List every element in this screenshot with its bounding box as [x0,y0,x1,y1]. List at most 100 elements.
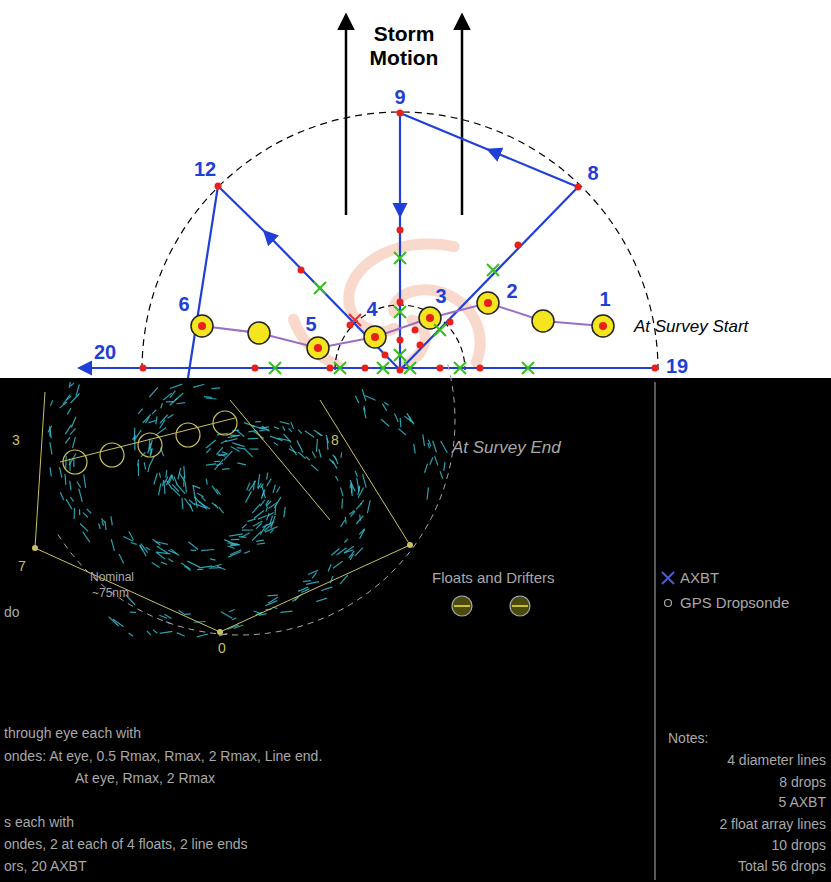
waypoint-number: 8 [331,432,339,448]
cloud-streak [248,431,255,432]
note-line: At eye, Rmax, 2 Rmax [75,770,215,786]
float-ring [63,450,87,474]
cloud-streak [232,618,237,620]
flight-leg [399,215,401,370]
cloud-streak [265,601,277,606]
note-count: 10 drops [772,837,826,853]
cloud-streak [333,455,337,461]
cloud-streak [172,484,179,491]
axbt-mark [487,264,499,276]
legend-float-bar [512,605,528,607]
survey-radius-circle [142,112,658,370]
cloud-streak [351,483,353,496]
waypoint-number: 12 [194,158,216,181]
cloud-streak [149,387,158,397]
waypoint-number: 0 [218,640,226,656]
cloud-streak [260,484,263,488]
cloud-streak [177,633,185,637]
cloud-streak [326,435,328,443]
cloud-streak [244,551,250,553]
waypoint-number: 9 [394,86,405,109]
cloud-streak [358,487,360,496]
cloud-streak [168,559,173,562]
cloud-streak [211,387,220,389]
cloud-streak [254,510,264,518]
cloud-streak [60,492,63,500]
note-line: s each with [4,814,74,830]
cloud-streak [211,564,221,567]
cloud-streak [256,540,264,541]
float-dropsonde-dot [426,314,434,322]
cloud-streak [264,524,272,531]
cloud-streak [237,463,246,465]
cloud-streak [111,516,112,525]
cloud-streak [360,500,363,504]
cloud-streak [206,397,217,399]
gps-dropsonde-dot [515,242,522,249]
notes-separator [654,382,656,880]
gps-dropsonde-dot [412,327,419,334]
notes-heading: Notes: [668,730,708,746]
cloud-streak [65,425,71,434]
cloud-streak [355,548,363,557]
cloud-streak [188,542,198,550]
cloud-streak [321,587,332,591]
cloud-streak [152,410,156,414]
cloud-streak [73,458,74,467]
cloud-streak [105,521,106,530]
cloud-streak [260,500,265,506]
axbt-mark [394,349,406,361]
gps-dropsonde-dot [397,110,404,117]
cloud-streak [212,503,217,507]
cloud-streak [288,428,291,432]
cloud-streak [308,570,318,574]
cloud-streak [138,409,143,414]
cloud-streak [303,580,311,582]
storm-motion-arrow [461,16,464,215]
flight-leg [188,186,218,378]
cloud-streak [160,415,168,424]
cloud-streak [262,486,266,498]
cloud-streak [362,389,366,401]
cloud-streak [152,563,160,568]
cloud-streak [221,612,232,619]
cloud-streak [146,547,150,550]
cloud-streak [364,406,365,412]
cloud-streak [80,523,88,531]
cloud-streak [140,545,146,556]
cloud-streak [144,462,145,469]
legend-axbt-symbol [662,572,674,584]
cloud-streak [59,467,61,478]
waypoint-number: 3 [12,432,20,448]
note-count: 4 diameter lines [727,752,826,768]
cloud-streak [79,509,80,515]
gps-dropsonde-dot [437,365,444,372]
cloud-streak [73,437,76,448]
cloud-streak [71,417,76,428]
gps-dropsonde-dot [327,365,334,372]
note-line: through eye each with [4,725,141,741]
float-dropsonde-dot [599,322,607,330]
cloud-streak [193,485,195,499]
cloud-streak [76,384,79,396]
cloud-streak [197,493,203,497]
cloud-streak [218,454,228,456]
cloud-streak [161,403,163,408]
cloud-streak [430,457,433,464]
scale-note: ~75nm [92,587,129,601]
axbt-mark [394,306,406,318]
cloud-streak [367,500,370,513]
cloud-streak [356,516,363,524]
cloud-streak [109,617,119,626]
cloud-streak [170,384,182,388]
gps-dropsonde-dot [652,365,659,372]
hurricane-swirl [294,244,481,366]
cloud-streak [257,543,265,544]
cloud-streak [197,634,208,637]
cloud-streak [130,612,136,613]
cloud-streak [99,524,101,529]
cloud-streak [161,562,167,564]
cloud-streak [253,481,254,490]
cloud-streak [50,400,52,406]
gps-dropsonde-dot [417,342,424,349]
